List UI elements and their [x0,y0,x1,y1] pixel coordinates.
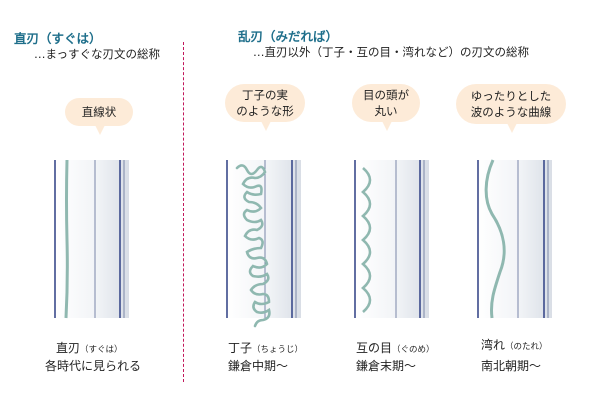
label-notare-reading: （のたれ） [505,342,548,352]
label-straight-reading: （すぐは） [80,345,123,355]
label-notare-name: 湾れ [481,338,506,352]
label-choji-name: 丁子 [228,341,253,355]
bubble-straight: 直線状 [65,98,133,135]
hamon-choji-line [235,164,271,328]
blade-gunome [354,160,429,318]
bubble-gunome-text: 目の頭が丸い [363,88,409,118]
label-choji-reading: （ちょうじ） [252,345,304,355]
label-notare: 湾れ（のたれ） [481,336,548,353]
hamon-straight-line [64,159,69,319]
period-straight: 各時代に見られる [45,359,142,373]
hamon-notare-line [484,159,506,319]
straight-heading: 直刃（すぐは） [14,31,102,46]
section-divider [183,42,184,382]
irregular-description: …直刃以外（丁子・互の目・湾れなど）の刃文の総称 [253,45,529,59]
bubble-gunome: 目の頭が丸い [352,84,420,131]
bubble-notare-text: ゆったりとした波のような曲線 [470,89,552,119]
blade-straight [54,159,129,319]
period-gunome: 鎌倉末期〜 [356,359,417,373]
straight-description: …まっすぐな刃文の総称 [34,47,161,61]
label-choji: 丁子（ちょうじ） [228,339,303,356]
period-choji: 鎌倉中期〜 [228,359,289,373]
label-gunome-name: 互の目 [356,341,393,355]
hamon-gunome-line [361,167,372,313]
bubble-choji: 丁子の実のような形 [225,84,305,131]
label-straight-name: 直刃 [56,341,81,355]
bubble-straight-text: 直線状 [81,105,117,119]
period-notare: 南北朝期〜 [481,359,542,373]
label-gunome-reading: （ぐのめ） [392,345,435,355]
bubble-notare: ゆったりとした波のような曲線 [456,84,566,133]
label-gunome: 互の目（ぐのめ） [356,339,435,356]
blade-choji [226,160,301,328]
irregular-heading: 乱刃（みだれば） [238,29,339,44]
bubble-choji-text: 丁子の実のような形 [236,88,294,118]
blade-notare [477,159,552,319]
label-straight: 直刃（すぐは） [56,339,123,356]
